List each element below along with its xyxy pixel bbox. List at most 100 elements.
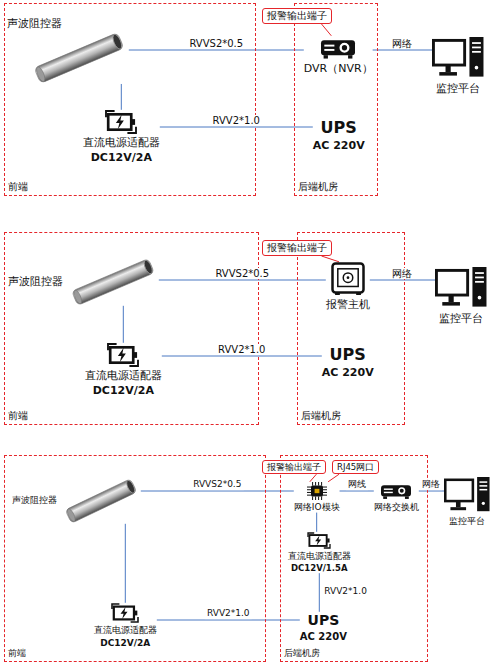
monitor-base bbox=[439, 72, 457, 76]
zone-frame: 后端机房DVR（NVR）UPSAC 220V bbox=[294, 3, 378, 196]
device-foot bbox=[405, 496, 409, 499]
device-label: 监控平台 bbox=[449, 516, 485, 527]
device-label: 监控平台 bbox=[436, 82, 480, 95]
monitor-screen bbox=[445, 480, 473, 501]
device-label: 报警主机 bbox=[326, 298, 370, 311]
pc-tower bbox=[477, 477, 489, 511]
device-node: DVR（NVR） bbox=[304, 36, 373, 75]
device-label: AC 220V bbox=[322, 366, 374, 379]
alarm-host-foot bbox=[335, 292, 340, 295]
device-node: 直流电源适配器DC12V/1.5A bbox=[288, 532, 351, 573]
device-label: 声波阻控器 bbox=[8, 275, 63, 288]
zone-frame: 前端 声波阻控器直流电源适配器DC12V/2A bbox=[4, 232, 259, 425]
device-lens-core bbox=[342, 45, 347, 50]
alarm-host-foot bbox=[356, 292, 361, 295]
device-vent bbox=[384, 488, 393, 489]
chip-pin bbox=[321, 496, 322, 500]
battery-terminal bbox=[135, 610, 138, 615]
tube-end bbox=[142, 259, 153, 275]
device-node: UPSAC 220V bbox=[313, 118, 365, 152]
device-node: 监控平台 bbox=[435, 266, 487, 325]
battery-body bbox=[110, 347, 133, 362]
device-node: UPS AC 220V bbox=[300, 612, 347, 643]
chip-pin bbox=[312, 496, 313, 500]
device-node: 监控平台 bbox=[432, 36, 484, 95]
device-label: 监控平台 bbox=[439, 312, 483, 325]
pc-tower bbox=[472, 267, 486, 307]
device-label: AC 220V bbox=[313, 139, 365, 152]
blocker-tube bbox=[71, 258, 154, 305]
device-vent bbox=[325, 49, 335, 51]
lightning-bolt bbox=[121, 607, 128, 619]
alarm-host-knob bbox=[346, 276, 349, 279]
device-label: 声波阻控器 bbox=[7, 17, 62, 30]
chip-pin bbox=[307, 486, 311, 487]
pc-slot bbox=[479, 485, 487, 487]
device-node: 直流电源适配器DC12V/2A bbox=[85, 343, 162, 397]
leader-line bbox=[322, 24, 332, 36]
cable-label: 网络 bbox=[390, 268, 414, 279]
recorder-icon bbox=[320, 36, 356, 60]
monitor-screen bbox=[433, 40, 464, 65]
device-foot bbox=[383, 496, 387, 499]
alarm-host-door bbox=[338, 269, 358, 287]
tube-body bbox=[34, 33, 124, 84]
battery-terminal bbox=[132, 119, 135, 125]
blocker-tube bbox=[34, 33, 124, 84]
cable-label: RVVS2*0.5 bbox=[187, 38, 245, 49]
battery-terminal bbox=[327, 538, 329, 542]
cable-label: RVVS2*0.5 bbox=[213, 268, 271, 279]
device-node: 直流电源适配器DC12V/2A bbox=[83, 110, 160, 164]
monitor-platform-icon bbox=[444, 476, 490, 514]
callout-box: RJ45网口 bbox=[332, 460, 379, 474]
device-label: 直流电源适配器 bbox=[94, 625, 157, 636]
pc-slot bbox=[472, 51, 481, 53]
device-label: DVR（NVR） bbox=[304, 62, 373, 75]
zone-frame: 后端机房报警主机UPSAC 220V bbox=[297, 232, 405, 425]
device-label: AC 220V bbox=[300, 631, 347, 643]
chip-pin bbox=[312, 482, 313, 486]
device-label: DC12V/1.5A bbox=[291, 563, 347, 573]
chip-pin bbox=[323, 486, 327, 487]
chip-pin bbox=[315, 482, 316, 486]
adapter-bracket bbox=[112, 604, 138, 622]
pc-slot bbox=[472, 47, 481, 49]
monitor-neck bbox=[449, 296, 454, 302]
chip-pin bbox=[323, 492, 327, 493]
device-node: 网络交换机 bbox=[374, 482, 419, 513]
cable-label: 网络 bbox=[390, 38, 414, 49]
device-foot bbox=[324, 55, 328, 58]
monitor-platform-icon bbox=[432, 36, 484, 80]
cable-line bbox=[316, 513, 317, 532]
pc-tower bbox=[469, 37, 483, 77]
cable-line bbox=[373, 50, 432, 51]
device-lens-core bbox=[400, 489, 404, 493]
region-label: 后端机房 bbox=[284, 648, 320, 659]
battery-body bbox=[310, 535, 327, 546]
cable-line bbox=[159, 280, 326, 281]
leader-line bbox=[328, 474, 339, 482]
cable-label: RVV2*1.0 bbox=[205, 609, 252, 619]
tube-end bbox=[125, 479, 136, 494]
cable-line bbox=[125, 524, 126, 603]
cable-line bbox=[160, 127, 313, 128]
cable-label: 网线 bbox=[346, 480, 368, 490]
sound-wave-blocker bbox=[67, 258, 159, 306]
device-label: 声波阻控器 bbox=[12, 495, 57, 506]
cable-line bbox=[340, 491, 374, 492]
pc-slot bbox=[475, 281, 484, 283]
region-label: 前端 bbox=[8, 410, 28, 422]
monitor-neck bbox=[446, 66, 451, 72]
leader-line bbox=[310, 474, 317, 482]
device-vent bbox=[325, 44, 335, 46]
chip-pin bbox=[307, 494, 311, 495]
callout-box: 报警输出端子 bbox=[262, 240, 332, 256]
device-lens bbox=[398, 486, 407, 495]
tube-cap bbox=[72, 289, 83, 304]
device-label: 网络交换机 bbox=[374, 502, 419, 513]
tube-cap bbox=[66, 508, 77, 523]
chip-pin bbox=[318, 496, 319, 500]
device-label: UPS bbox=[308, 612, 340, 629]
region-label: 后端机房 bbox=[301, 410, 341, 422]
